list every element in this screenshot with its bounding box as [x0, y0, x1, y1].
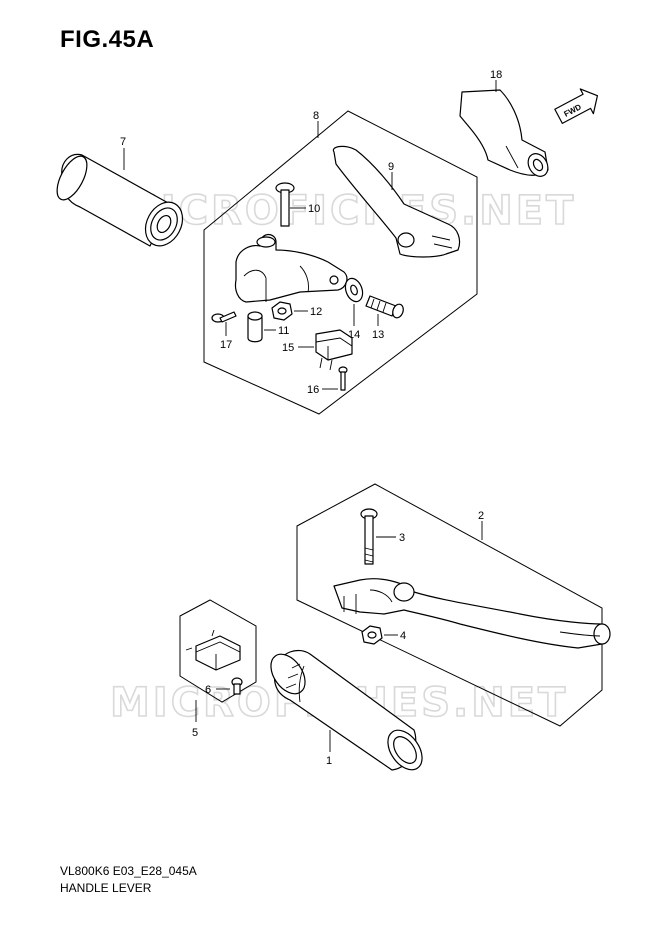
part-cover-boot[interactable] [459, 89, 552, 180]
callout-9: 9 [388, 161, 394, 173]
callout-10: 10 [308, 203, 320, 215]
section-name: HANDLE LEVER [60, 881, 152, 895]
callout-11: 11 [278, 325, 289, 337]
callout-16: 16 [307, 384, 319, 396]
part-clutch-lever[interactable] [332, 145, 461, 258]
callout-12: 12 [310, 306, 322, 318]
part-screw-16[interactable] [338, 366, 348, 391]
assembly-box-switch [179, 599, 257, 703]
callout-7: 7 [120, 136, 126, 148]
assembly-box-upper [203, 110, 478, 415]
model-code: VL800K6 E03_E28_045A [60, 864, 197, 878]
part-screw-6[interactable] [231, 677, 243, 695]
part-brake-lever[interactable] [333, 578, 611, 649]
callout-5: 5 [192, 727, 198, 739]
callout-4: 4 [400, 630, 406, 642]
part-throttle-grip[interactable] [264, 648, 429, 776]
watermark-top: MICROFICHES.NET [118, 188, 576, 234]
callout-13: 13 [372, 329, 384, 341]
callout-2: 2 [478, 510, 484, 522]
figure-title: FIG.45A [60, 26, 155, 53]
part-adjuster-bolt[interactable] [365, 295, 405, 319]
forward-arrow-icon: FWD [554, 88, 599, 124]
part-lever-holder[interactable] [234, 233, 348, 303]
callout-6: 6 [205, 684, 211, 696]
part-pivot-bolt[interactable] [275, 182, 295, 227]
part-brake-pivot-bolt[interactable] [360, 508, 378, 565]
callout-3: 3 [399, 532, 405, 544]
part-brake-switch[interactable] [185, 629, 241, 671]
part-screw-17[interactable] [211, 311, 237, 323]
callout-17: 17 [220, 339, 232, 351]
callout-18: 18 [490, 69, 502, 81]
callout-8: 8 [313, 110, 319, 122]
part-grip-left[interactable] [51, 152, 190, 253]
part-clutch-switch[interactable] [315, 329, 353, 371]
part-nut-upper[interactable] [271, 301, 293, 321]
part-collar[interactable] [247, 311, 263, 343]
callout-1: 1 [326, 755, 332, 767]
callout-15: 15 [282, 342, 294, 354]
assembly-box-lower [296, 483, 603, 727]
part-nut-lower[interactable] [361, 625, 383, 645]
part-adjuster-wheel[interactable] [342, 276, 365, 304]
